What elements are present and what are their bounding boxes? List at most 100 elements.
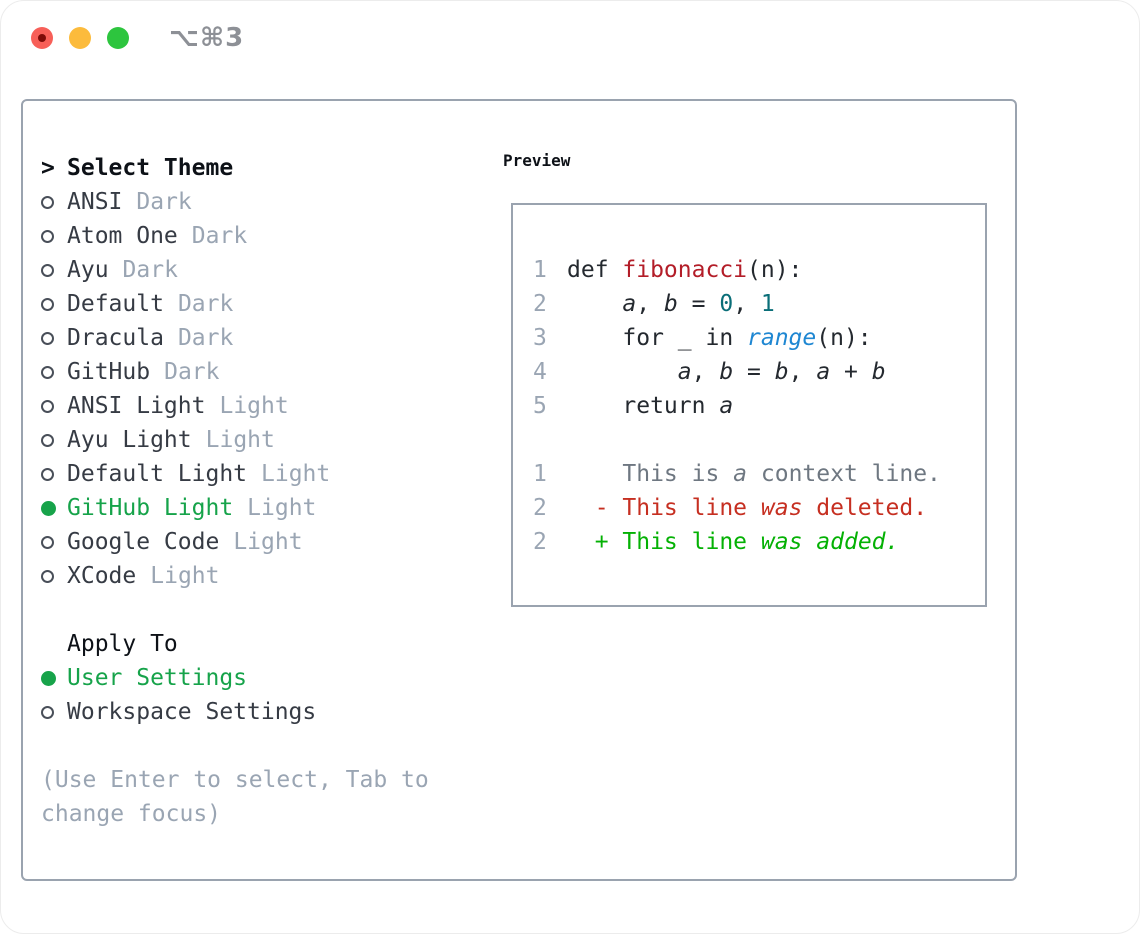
code-line: 4 a, b = b, a + b (533, 355, 985, 389)
theme-option-atom-one[interactable]: Atom One Dark (41, 219, 491, 253)
hint-text: (Use Enter to select, Tab to change focus… (41, 763, 491, 831)
theme-variant-tag: Dark (122, 257, 178, 283)
theme-option-dracula[interactable]: Dracula Dark (41, 321, 491, 355)
minimize-button[interactable] (69, 27, 91, 49)
theme-variant-tag: Dark (191, 223, 248, 249)
option-label: Dracula (67, 325, 164, 351)
option-label: GitHub Light (67, 495, 234, 521)
line-number: 1 (533, 257, 547, 283)
theme-variant-tag: Dark (164, 359, 220, 385)
apply-option-user-settings[interactable]: User Settings (41, 661, 491, 695)
radio-icon (41, 569, 54, 583)
theme-option-ansi-light[interactable]: ANSI Light Light (41, 389, 491, 423)
line-number: 2 (533, 529, 547, 555)
apply-to-title: Apply To (67, 631, 178, 657)
option-label: GitHub (67, 359, 151, 385)
radio-icon (41, 331, 54, 345)
theme-picker-header-row: > Select Theme (41, 151, 491, 185)
line-content: return a (567, 393, 734, 419)
line-content: for _ in range(n): (567, 325, 872, 351)
radio-icon (41, 433, 54, 447)
code-line: 1 def fibonacci(n): (533, 253, 985, 287)
theme-option-default[interactable]: Default Dark (41, 287, 491, 321)
radio-icon (41, 297, 54, 311)
hint-line: (Use Enter to select, Tab to (41, 767, 429, 793)
theme-option-ayu-light[interactable]: Ayu Light Light (41, 423, 491, 457)
radio-icon (41, 229, 54, 243)
line-number: 4 (533, 359, 547, 385)
radio-selected-icon (41, 670, 56, 686)
line-number: 3 (533, 325, 547, 351)
option-label: Workspace Settings (67, 699, 317, 725)
code-line: 3 for _ in range(n): (533, 321, 985, 355)
window-title: ⌥⌘3 (169, 23, 245, 53)
theme-option-google-code[interactable]: Google Code Light (41, 525, 491, 559)
theme-option-github-light[interactable]: GitHub Light Light (41, 491, 491, 525)
theme-picker-title: Select Theme (67, 155, 234, 181)
theme-variant-tag: Light (247, 495, 317, 521)
radio-selected-icon (41, 500, 56, 516)
theme-option-github[interactable]: GitHub Dark (41, 355, 491, 389)
radio-icon (41, 195, 54, 209)
theme-variant-tag: Dark (177, 291, 234, 317)
line-content: a, b = 0, 1 (622, 291, 775, 317)
option-label: User Settings (67, 665, 248, 691)
option-label: ANSI Light (67, 393, 206, 419)
option-label: Default Light (67, 461, 248, 487)
theme-variant-tag: Light (219, 393, 289, 419)
line-number: 1 (533, 461, 547, 487)
radio-icon (41, 705, 54, 719)
option-label: XCode (67, 563, 137, 589)
code-line (533, 423, 985, 457)
theme-variant-tag: Light (205, 427, 275, 453)
theme-option-ansi[interactable]: ANSI Dark (41, 185, 491, 219)
line-content: a, b = b, a + b (677, 359, 886, 385)
code-line: 2 a, b = 0, 1 (533, 287, 985, 321)
line-number: 2 (533, 495, 547, 521)
diff-line-del: 2 - This line was deleted. (533, 491, 985, 525)
line-content: + This line was added. (567, 529, 900, 555)
line-number: 5 (533, 393, 547, 419)
selection-chevron-icon: > (41, 155, 55, 181)
hint-line: change focus) (41, 801, 222, 827)
diff-line-add: 2 + This line was added. (533, 525, 985, 559)
apply-to-header-row: Apply To (41, 627, 491, 661)
theme-variant-tag: Light (150, 563, 220, 589)
window-titlebar: ⌥⌘3 (1, 1, 1139, 75)
option-label: Google Code (67, 529, 220, 555)
line-content: This is a context line. (567, 461, 941, 487)
zoom-button[interactable] (107, 27, 129, 49)
radio-icon (41, 399, 54, 413)
preview-title: Preview (503, 151, 571, 170)
preview-section: Preview (503, 151, 570, 170)
radio-icon (41, 263, 54, 277)
line-content: - This line was deleted. (567, 495, 928, 521)
radio-icon (41, 365, 54, 379)
theme-variant-tag: Light (261, 461, 331, 487)
theme-variant-tag: Dark (136, 189, 192, 215)
line-content: def fibonacci(n): (567, 257, 803, 283)
close-button[interactable] (31, 27, 53, 49)
theme-option-xcode[interactable]: XCode Light (41, 559, 491, 593)
option-label: Ayu Light (67, 427, 192, 453)
option-label: Default (67, 291, 164, 317)
option-label: ANSI (67, 189, 123, 215)
option-label: Atom One (67, 223, 178, 249)
theme-variant-tag: Dark (177, 325, 234, 351)
radio-icon (41, 535, 54, 549)
line-number: 2 (533, 291, 547, 317)
theme-variant-tag: Light (233, 529, 303, 555)
theme-option-default-light[interactable]: Default Light Light (41, 457, 491, 491)
code-line: 5 return a (533, 389, 985, 423)
diff-line-ctx: 1 This is a context line. (533, 457, 985, 491)
apply-option-workspace-settings[interactable]: Workspace Settings (41, 695, 491, 729)
radio-icon (41, 467, 54, 481)
